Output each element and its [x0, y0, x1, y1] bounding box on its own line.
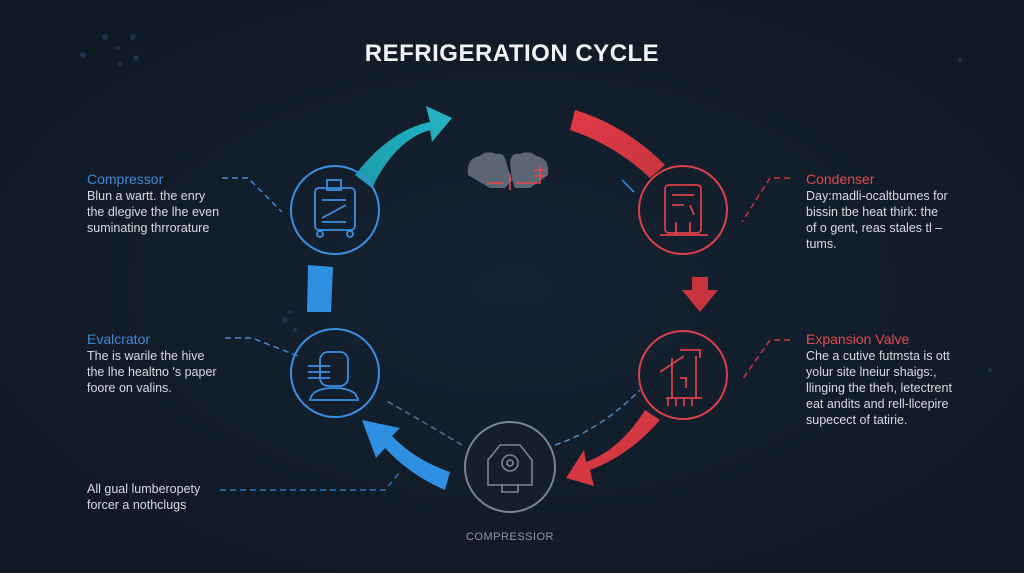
diagram-title: REFRIGERATION CYCLE — [364, 40, 660, 67]
condenser-desc-line: Day:madli-ocaltbumes for — [806, 189, 948, 203]
compressor-desc-line: suminating thrrorature — [87, 221, 210, 235]
expansion-valve-icon — [659, 349, 702, 406]
bottom-note-line: forcer a nothclugs — [87, 498, 187, 512]
compressor-icon — [314, 179, 356, 238]
evaporator-desc-line: The is warile the hive — [87, 349, 205, 363]
evaporator-label: Evalcrator The is warile the hive the lh… — [87, 330, 287, 396]
condenser-desc-line: of o gent, reas stales tl – — [806, 221, 943, 235]
red-return-arrow — [566, 410, 660, 486]
evaporator-desc-line: foore on valins. — [87, 381, 172, 395]
condenser-node[interactable] — [638, 165, 728, 255]
background-dots — [80, 34, 992, 372]
red-down-arrow — [682, 277, 718, 312]
blue-return-arrow — [362, 420, 450, 490]
expansion-valve-desc-line: Che a cutive futmsta is ott — [806, 349, 950, 363]
evaporator-heading: Evalcrator — [87, 331, 151, 347]
expansion-valve-desc-line: llinging the theh, letectrent — [806, 381, 952, 395]
condenser-desc-line: tums. — [806, 237, 837, 251]
compressor-node[interactable] — [290, 165, 380, 255]
bottom-note: All gual lumberopety forcer a nothclugs — [87, 481, 287, 513]
compressor-desc-line: the dlegive the lhe even — [87, 205, 220, 219]
evaporator-node[interactable] — [290, 328, 380, 418]
red-flow-arc — [570, 110, 665, 178]
dashed-connectors — [220, 177, 790, 491]
blue-flow-bar — [307, 265, 333, 312]
condenser-heading: Condenser — [806, 171, 875, 187]
cyan-flow-arrow — [355, 106, 452, 188]
compressor-label: Compressor Blun a wartt. the enry the dl… — [87, 170, 287, 236]
evaporator-icon — [308, 351, 360, 401]
compressor-desc-line: Blun a wartt. the enry — [87, 189, 206, 203]
expansion-valve-desc-line: yolur site lneiur shaigs:, — [806, 365, 937, 379]
bottom-compressor-node[interactable] — [464, 421, 556, 513]
condenser-desc-line: bissin tbe heat thirk: the — [806, 205, 939, 219]
expansion-valve-label: Expansion Valve Che a cutive futmsta is … — [806, 330, 1016, 428]
evaporator-desc-line: the lhe healtno 's paper — [87, 365, 217, 379]
condenser-label: Condenser Day:madli-ocaltbumes for bissi… — [806, 170, 1016, 252]
bottom-compressor-icon — [487, 444, 533, 493]
expansion-valve-node[interactable] — [638, 330, 728, 420]
bottom-caption: COMPRESSIOR — [465, 531, 554, 543]
heat-exchange-icon — [467, 152, 549, 190]
bottom-note-line: All gual lumberopety — [87, 482, 201, 496]
compressor-heading: Compressor — [87, 171, 164, 187]
expansion-valve-heading: Expansion Valve — [806, 331, 910, 347]
expansion-valve-desc-line: supecect of tatirie. — [806, 413, 908, 427]
expansion-valve-desc-line: eat andits and rell-llcepire — [806, 397, 949, 411]
condenser-icon — [660, 184, 708, 236]
